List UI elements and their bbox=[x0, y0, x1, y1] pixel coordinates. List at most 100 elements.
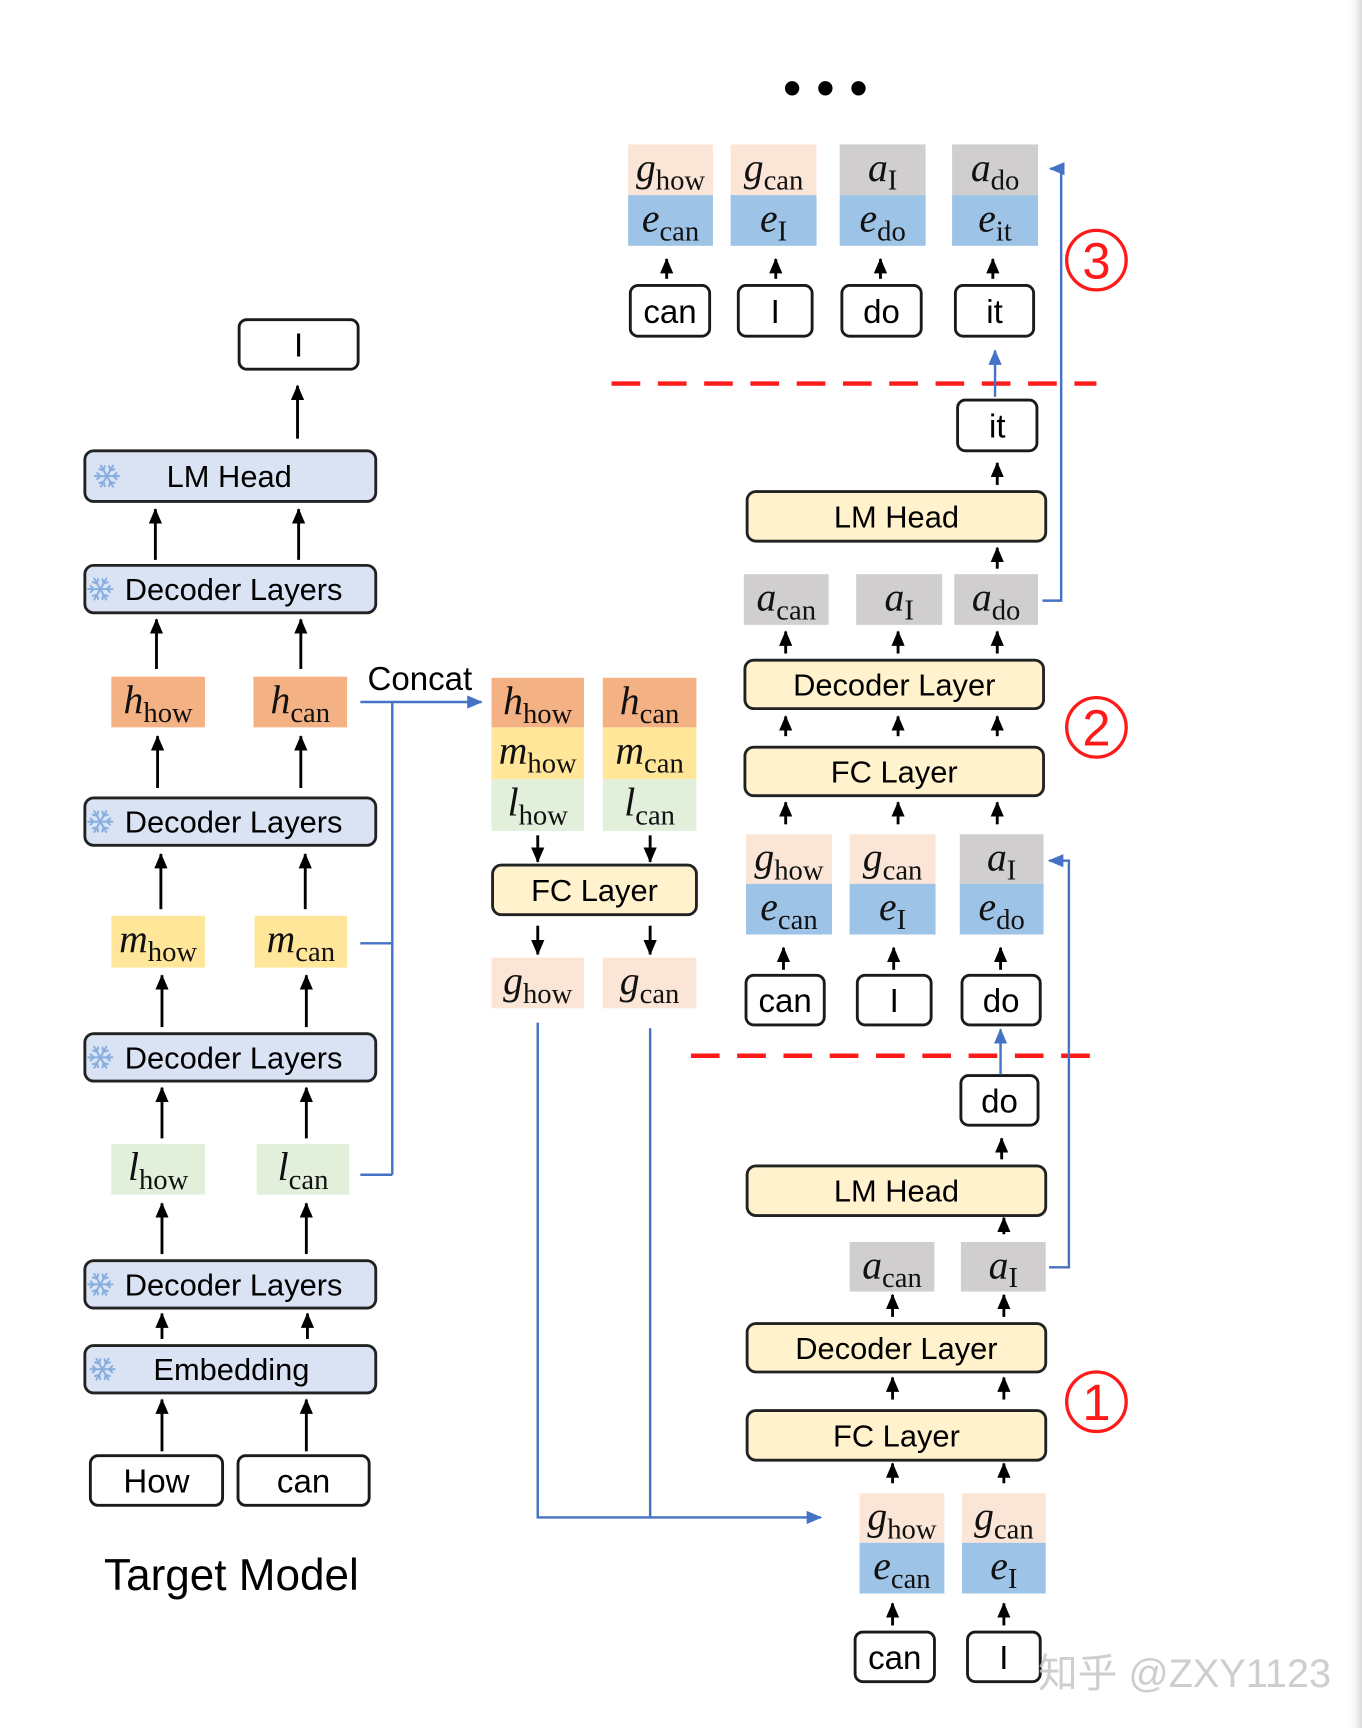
symbol-letter: a bbox=[987, 836, 1007, 880]
symbol-letter: l bbox=[278, 1145, 289, 1189]
step1-input-token-i-frame bbox=[966, 1630, 1042, 1684]
fused-feature-how: ghow bbox=[491, 957, 585, 1010]
step2-input-stack-1-embedding-symbol: ecan bbox=[760, 885, 817, 936]
target-lm-head: LM Head bbox=[83, 449, 378, 503]
symbol-subscript: can bbox=[776, 594, 816, 626]
symbol-letter: g bbox=[974, 1495, 994, 1539]
step1-predicted-token-frame bbox=[959, 1074, 1040, 1127]
step2-input-stack-3-embedding-symbol: edo bbox=[979, 885, 1025, 936]
watermark-text: 知乎 @ZXY1123 bbox=[1038, 1652, 1331, 1696]
step1-input-stack-1-embedding: ecan bbox=[859, 1542, 945, 1595]
target-output-token-label: I bbox=[294, 328, 303, 365]
target-decoder-layers-top: Decoder Layers bbox=[83, 563, 378, 615]
target-high-feature-can-bg bbox=[253, 676, 348, 728]
fusion-high-can-symbol: hcan bbox=[620, 679, 680, 730]
symbol-subscript: can bbox=[659, 215, 699, 247]
step3-input-stack-4-embedding-bg bbox=[952, 195, 1039, 246]
step3-marker-number: 3 bbox=[1082, 232, 1110, 289]
step3-input-stack-4-embedding-symbol: eit bbox=[978, 196, 1012, 247]
symbol-subscript: can bbox=[640, 698, 680, 730]
step1-fc-layer: FC Layer bbox=[745, 1409, 1048, 1462]
target-decoder-layers-upper: Decoder Layers bbox=[83, 796, 378, 847]
target-low-feature-can-symbol: lcan bbox=[278, 1145, 329, 1196]
target-decoder-layers-bottom-frame bbox=[83, 1259, 378, 1310]
step2-lm-head: LM Head bbox=[745, 490, 1048, 543]
target-low-feature-can: lcan bbox=[256, 1143, 350, 1196]
symbol-letter: e bbox=[879, 885, 897, 929]
step3-input-token-1-frame bbox=[628, 284, 712, 338]
symbol-subscript: can bbox=[289, 1164, 329, 1196]
symbol-subscript: I bbox=[888, 165, 898, 197]
step2-marker-ring bbox=[1065, 695, 1128, 759]
fusion-high-can: hcan bbox=[602, 677, 697, 730]
target-mid-feature-how-bg bbox=[111, 915, 205, 968]
fused-feature-can-symbol: gcan bbox=[620, 959, 680, 1010]
target-high-feature-how-bg bbox=[111, 676, 205, 728]
step3-input-stack-2-embedding: eI bbox=[730, 195, 817, 247]
step2-input-token-can-frame bbox=[744, 973, 826, 1027]
symbol-letter: l bbox=[508, 781, 519, 825]
target-high-feature-can: hcan bbox=[253, 676, 348, 729]
step1-lm-head-frame bbox=[745, 1164, 1048, 1217]
concat-label: Concat bbox=[367, 661, 472, 698]
step2-output-3-symbol: ado bbox=[972, 576, 1020, 627]
symbol-letter: e bbox=[642, 196, 660, 240]
step2-input-token-i-label: I bbox=[890, 983, 899, 1020]
target-high-feature-how-symbol: hhow bbox=[124, 678, 193, 729]
target-input-token-can-frame bbox=[236, 1454, 371, 1507]
target-input-token-how: How bbox=[88, 1454, 225, 1507]
step1-decoder-layer-frame bbox=[745, 1322, 1048, 1374]
fused-feature-connector bbox=[536, 1022, 823, 1525]
step2-predicted-token: it bbox=[956, 398, 1039, 453]
symbol-letter: e bbox=[873, 1544, 891, 1588]
step3-input-stack-4-feature: ado bbox=[952, 144, 1039, 197]
symbol-letter: a bbox=[868, 146, 888, 190]
step2-input-stack-3-embedding: edo bbox=[959, 883, 1044, 936]
symbol-subscript: can bbox=[778, 904, 818, 936]
fused-feature-how-symbol: ghow bbox=[503, 959, 572, 1010]
snowflake-icon bbox=[87, 1045, 114, 1069]
step2-feature-reuse-connector bbox=[1042, 162, 1065, 602]
step2-predicted-token-label: it bbox=[989, 409, 1006, 446]
step1-input-stack-2-feature: gcan bbox=[961, 1493, 1046, 1546]
step1-feature-reuse-connector bbox=[1047, 854, 1071, 1269]
step3-input-token-2-label: I bbox=[771, 294, 780, 331]
step2-input-token-can: can bbox=[744, 973, 826, 1027]
step3-input-stack-3-feature-bg bbox=[839, 144, 926, 196]
fusion-high-how-bg bbox=[491, 677, 585, 728]
step1-marker: 1 bbox=[1065, 1370, 1128, 1434]
step3-input-token-1: can bbox=[628, 284, 712, 338]
page-edge-shadow bbox=[1346, 0, 1362, 1728]
step3-input-token-4-frame bbox=[953, 284, 1036, 338]
step2-output-3: ado bbox=[954, 574, 1039, 627]
symbol-letter: m bbox=[119, 917, 148, 961]
symbol-letter: g bbox=[636, 146, 656, 190]
fusion-low-can-symbol: lcan bbox=[624, 781, 675, 832]
step2-input-stack-3-feature: aI bbox=[959, 834, 1044, 886]
target-mid-feature-can: mcan bbox=[254, 915, 348, 968]
symbol-subscript: can bbox=[882, 1262, 922, 1294]
fusion-mid-can: mcan bbox=[602, 727, 697, 780]
fusion-mid-can-symbol: mcan bbox=[615, 729, 683, 780]
snowflake-icon bbox=[93, 464, 121, 488]
step3-input-stack-1-feature-bg bbox=[628, 144, 713, 196]
step2-fc-layer: FC Layer bbox=[743, 745, 1045, 798]
symbol-letter: h bbox=[503, 679, 523, 723]
step2-input-stack-2-embedding: eI bbox=[849, 883, 936, 936]
symbol-letter: g bbox=[867, 1495, 887, 1539]
step1-decoder-layer: Decoder Layer bbox=[745, 1322, 1048, 1374]
step1-output-2-bg bbox=[960, 1241, 1046, 1292]
target-model-caption: Target Model bbox=[104, 1551, 359, 1600]
step1-output-2: aI bbox=[960, 1241, 1046, 1294]
step2-output-1-symbol: acan bbox=[756, 576, 816, 627]
step1-output-1-bg bbox=[849, 1241, 935, 1292]
symbol-letter: m bbox=[615, 729, 644, 773]
step3-input-stack-3-feature: aI bbox=[839, 144, 926, 197]
step1-marker-number: 1 bbox=[1082, 1374, 1110, 1431]
step2-input-stack-1-feature-symbol: ghow bbox=[754, 836, 823, 887]
step1-input-stack-2-feature-symbol: gcan bbox=[974, 1495, 1034, 1546]
step3-input-stack-2-embedding-bg bbox=[730, 195, 817, 246]
step3-input-token-4: it bbox=[953, 284, 1036, 338]
